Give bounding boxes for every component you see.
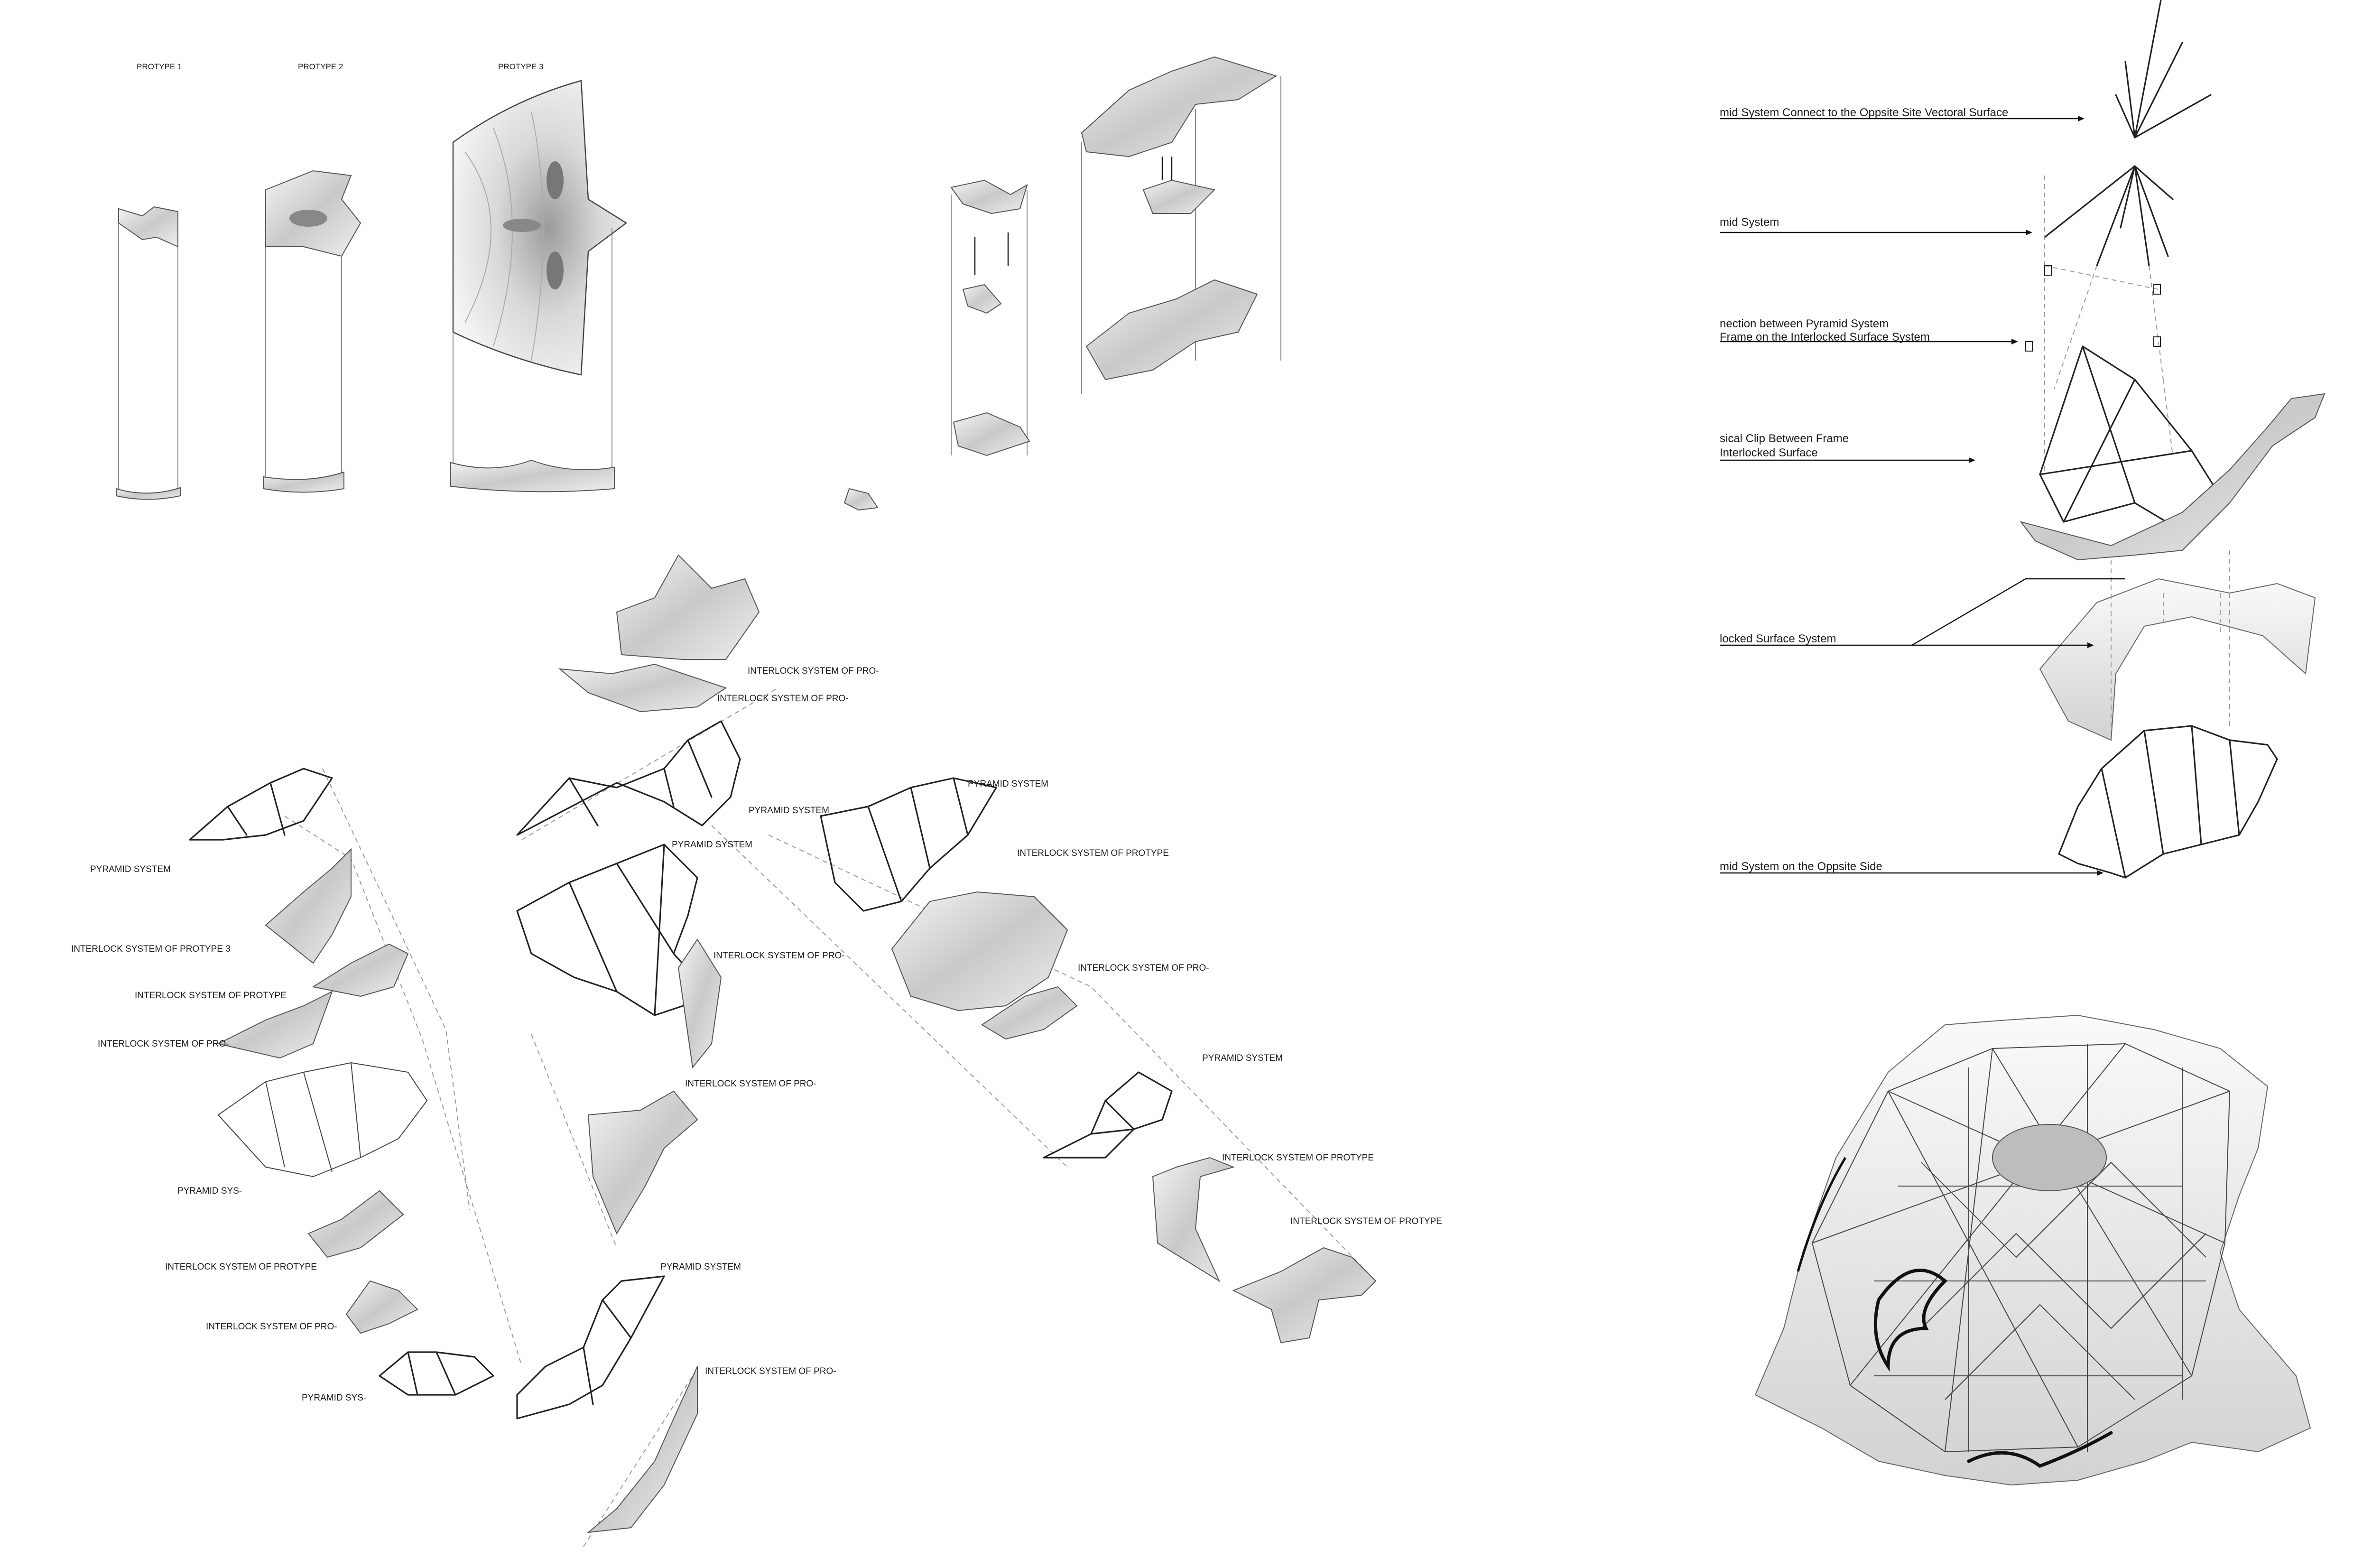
label-interlock-system-10: INTERLOCK SYSTEM OF PRO-: [1078, 963, 1209, 973]
label-pyramid-opposite-side: mid System on the Oppsite Side: [1720, 860, 1882, 873]
label-pyramid-system-03: PYRAMID SYSTEM: [968, 779, 1048, 789]
label-connection-line-1: nection between Pyramid System: [1720, 317, 1889, 330]
label-interlock-system-07: INTERLOCK SYSTEM OF PROTYPE 3: [71, 944, 231, 954]
label-connection-line-2: Frame on the Interlocked Surface System: [1720, 331, 1930, 343]
label-pyramid-system-04: PYRAMID SYSTEM: [749, 806, 829, 816]
prototype-2-model: [263, 170, 361, 493]
label-clip-line-1: sical Clip Between Frame: [1720, 432, 1849, 445]
label-interlock-system-11: INTERLOCK SYSTEM OF PRO-: [98, 1039, 229, 1049]
label-interlock-system-01: INTERLOCK SYSTEM OF PRO-: [748, 666, 879, 676]
label-interlock-system-02: INTERLOCK SYSTEM OF PRO-: [717, 694, 849, 704]
prototype-row: PROTYPE 1 PROTYPE 2 PROTYPE 3: [116, 62, 628, 500]
prototype-2-label: PROTYPE 2: [298, 62, 343, 71]
exploded-tower-right: [1081, 56, 1281, 394]
alignment-guides: [284, 687, 1376, 1547]
label-interlock-system-14: INTERLOCK SYSTEM OF PROTYPE: [1222, 1153, 1374, 1163]
label-interlocked-surface: locked Surface System: [1720, 632, 1836, 645]
label-interlock-system-09: INTERLOCK SYSTEM OF PROTYPE: [135, 991, 287, 1001]
prototype-3-label: PROTYPE 3: [498, 62, 543, 71]
prototype-1-label: PROTYPE 1: [137, 62, 182, 71]
label-pyramid-system-18: PYRAMID SYSTEM: [660, 1262, 741, 1272]
label-interlock-system-06: INTERLOCK SYSTEM OF PROTYPE: [1017, 848, 1169, 858]
label-pyramid-system-top: mid System: [1720, 216, 1779, 229]
label-clip-line-2: Interlocked Surface: [1720, 446, 1818, 459]
prototype-3-model: [450, 80, 628, 492]
exploded-tower-left: [843, 179, 1030, 511]
label-interlock-system-16: INTERLOCK SYSTEM OF PROTYPE: [1290, 1216, 1442, 1226]
annotated-detail: mid System Connect to the Oppsite Site V…: [1720, 0, 2326, 879]
label-pyramid-sys-15: PYRAMID SYS-: [177, 1186, 242, 1196]
assembled-model: [1754, 1014, 2311, 1486]
label-pyramid-sys-21: PYRAMID SYS-: [302, 1393, 366, 1403]
label-pyramid-connect-opposite: mid System Connect to the Oppsite Site V…: [1720, 106, 2008, 119]
label-interlock-system-08: INTERLOCK SYSTEM OF PRO-: [713, 951, 845, 961]
label-interlock-system-13: INTERLOCK SYSTEM OF PRO-: [685, 1079, 816, 1089]
prototype-1-model: [116, 206, 181, 500]
label-pyramid-system-12: PYRAMID SYSTEM: [1202, 1053, 1283, 1063]
label-pyramid-system-05: PYRAMID SYSTEM: [672, 840, 752, 850]
exploded-cluster: INTERLOCK SYSTEM OF PRO- INTERLOCK SYSTE…: [71, 554, 1442, 1547]
label-interlock-system-17: INTERLOCK SYSTEM OF PROTYPE: [165, 1262, 317, 1272]
label-interlock-system-20: INTERLOCK SYSTEM OF PRO-: [705, 1366, 836, 1376]
label-interlock-system-19: INTERLOCK SYSTEM OF PRO-: [206, 1322, 337, 1332]
label-pyramid-system-left: PYRAMID SYSTEM: [90, 864, 171, 874]
